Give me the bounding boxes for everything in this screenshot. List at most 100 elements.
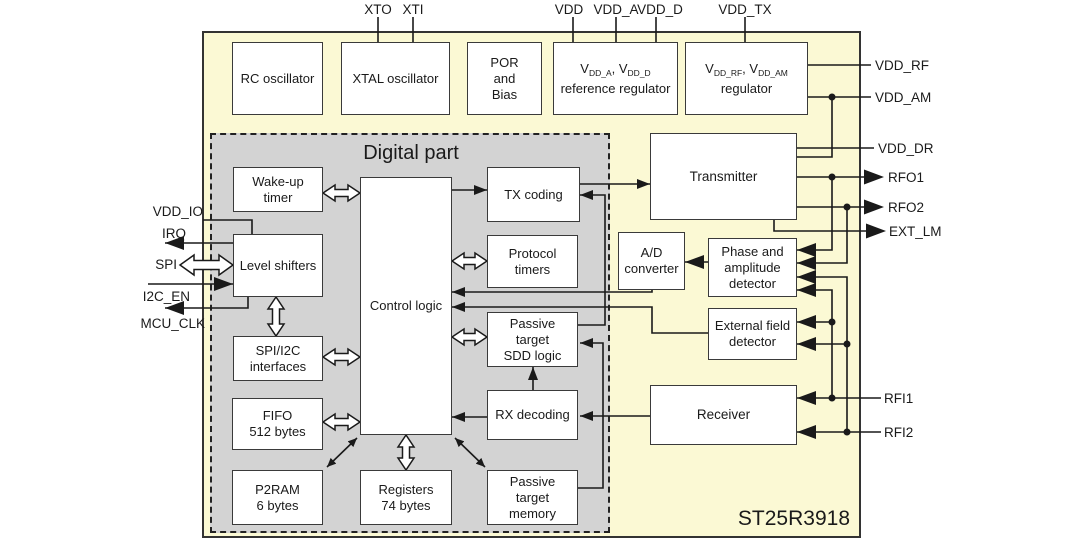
v-subscript: DD_AM [758, 67, 788, 78]
v-subscript: DD_A [588, 67, 612, 78]
junction-vdd-am [828, 93, 836, 101]
phase-amplitude-detector-label: Phase and amplitude detector [721, 243, 784, 291]
pin-label-irq: IRQ [161, 226, 186, 241]
pin-label-rfo1: RFO1 [888, 170, 925, 185]
junction-field1 [828, 318, 836, 326]
protocol-timers-label: Protocol timers [508, 245, 557, 277]
pin-label-vdd-am: VDD_AM [875, 90, 932, 105]
pin-label-vdd: VDD [554, 2, 584, 17]
wire-adc-to-control-logic [452, 287, 653, 297]
pin-label-xti: XTI [402, 2, 424, 17]
junction-rfo1 [828, 173, 836, 181]
block-registers: Registers 74 bytes [360, 470, 452, 525]
block-passive-target-sdd-logic: Passive target SDD logic [487, 312, 578, 367]
block-ad-converter: A/D converter [618, 232, 685, 290]
block-rf-regulator: VDD_RF, VDD_AM regulator [685, 42, 808, 115]
wire-target-memory-to-sdd-logic [578, 338, 604, 489]
separator: , [611, 60, 619, 76]
wire-control-logic-target-memory [454, 437, 486, 468]
level-shifters-label: Level shifters [239, 257, 317, 273]
pin-label-xto: XTO [364, 2, 392, 17]
passive-target-sdd-logic-label: Passive target SDD logic [503, 315, 562, 363]
bus-level-shifters-spi-i2c [266, 295, 286, 338]
pin-label-vdd-rf: VDD_RF [875, 58, 930, 73]
wire-vdd-am-to-transmitter [797, 97, 833, 158]
rf-regulator-line1: VDD_RF, VDD_AM [705, 61, 788, 81]
pin-label-rfo2: RFO2 [888, 200, 925, 215]
pin-label-vdd-d: VDD_D [637, 2, 683, 17]
block-reference-regulator: VDD_A, VDD_D reference regulator [553, 42, 678, 115]
block-p2ram: P2RAM 6 bytes [232, 470, 323, 525]
junction-rfi1 [828, 394, 836, 402]
wire-rfi2-to-phase-detector [797, 270, 848, 432]
wire-control-logic-p2ram [326, 437, 358, 468]
junction-field2 [843, 340, 851, 348]
pin-label-vdd-a: VDD_A [593, 2, 639, 17]
bus-control-registers [396, 433, 416, 472]
external-field-detector-label: External field detector [714, 318, 791, 349]
transmitter-label: Transmitter [689, 168, 758, 184]
xtal-oscillator-label: XTAL oscillator [352, 70, 439, 86]
pin-label-vdd-io: VDD_IO [152, 204, 203, 219]
block-level-shifters: Level shifters [233, 234, 323, 297]
bus-spi [178, 253, 235, 277]
wire-ext-lm-out [773, 220, 886, 239]
pin-label-rfi2: RFI2 [884, 425, 914, 440]
por-bias-label: POR and Bias [490, 54, 519, 102]
pin-label-vdd-dr: VDD_DR [878, 141, 934, 156]
block-fifo: FIFO 512 bytes [232, 398, 323, 450]
wake-up-timer-label: Wake-up timer [252, 173, 304, 205]
junction-rfo2 [843, 203, 851, 211]
spi-i2c-interfaces-label: SPI/I2C interfaces [249, 342, 307, 374]
wire-mcu-clk-out [165, 297, 249, 315]
receiver-label: Receiver [696, 407, 751, 422]
v-symbol: V [749, 60, 759, 76]
bus-spi-i2c-control [321, 347, 362, 367]
p2ram-label: P2RAM 6 bytes [255, 481, 300, 513]
v-symbol: V [580, 60, 589, 76]
passive-target-memory-label: Passive target memory [509, 473, 556, 521]
bus-control-sdd-logic [450, 327, 489, 347]
bus-wakeup-control [321, 183, 362, 203]
block-rc-oscillator: RC oscillator [232, 42, 323, 115]
control-logic-label: Control logic [369, 298, 443, 313]
pin-label-ext-lm: EXT_LM [889, 224, 942, 239]
block-passive-target-memory: Passive target memory [487, 470, 578, 525]
block-protocol-timers: Protocol timers [487, 235, 578, 288]
fifo-label: FIFO 512 bytes [249, 408, 306, 439]
pin-label-mcu-clk: MCU_CLK [140, 316, 205, 331]
block-external-field-detector: External field detector [708, 308, 797, 360]
block-phase-amplitude-detector: Phase and amplitude detector [708, 238, 797, 297]
wire-rfo1-to-phase-detector [797, 177, 833, 257]
separator: , [742, 60, 750, 76]
tx-coding-label: TX coding [504, 186, 563, 202]
reference-regulator-line1: VDD_A, VDD_D [580, 61, 650, 81]
v-subscript: DD_D [627, 67, 651, 78]
wire-vdd-io [203, 219, 253, 234]
bus-fifo-control [321, 412, 362, 432]
block-rx-decoding: RX decoding [487, 390, 578, 440]
junction-rfi2 [843, 428, 851, 436]
wire-field-detector-to-control-logic [452, 302, 708, 334]
wire-sdd-logic-to-tx-coding [578, 190, 606, 326]
block-transmitter: Transmitter [650, 133, 797, 220]
reference-regulator-line2: reference regulator [560, 80, 671, 96]
block-xtal-oscillator: XTAL oscillator [341, 42, 450, 115]
pin-label-vdd-tx: VDD_TX [718, 2, 772, 17]
bus-control-protocol-timers [450, 251, 489, 271]
pin-label-spi: SPI [155, 257, 177, 272]
pin-label-rfi1: RFI1 [884, 391, 914, 406]
block-control-logic: Control logic [360, 177, 452, 435]
registers-label: Registers 74 bytes [378, 481, 434, 513]
digital-part-title: Digital part [363, 142, 459, 164]
v-subscript: DD_RF [713, 67, 743, 78]
v-symbol: V [705, 60, 714, 76]
rx-decoding-label: RX decoding [495, 407, 570, 422]
v-symbol: V [618, 60, 628, 76]
block-por-bias: POR and Bias [467, 42, 542, 115]
chip-name-label: ST25R3918 [737, 507, 850, 530]
wire-rfo2-to-phase-detector [797, 207, 848, 270]
block-tx-coding: TX coding [487, 167, 580, 222]
